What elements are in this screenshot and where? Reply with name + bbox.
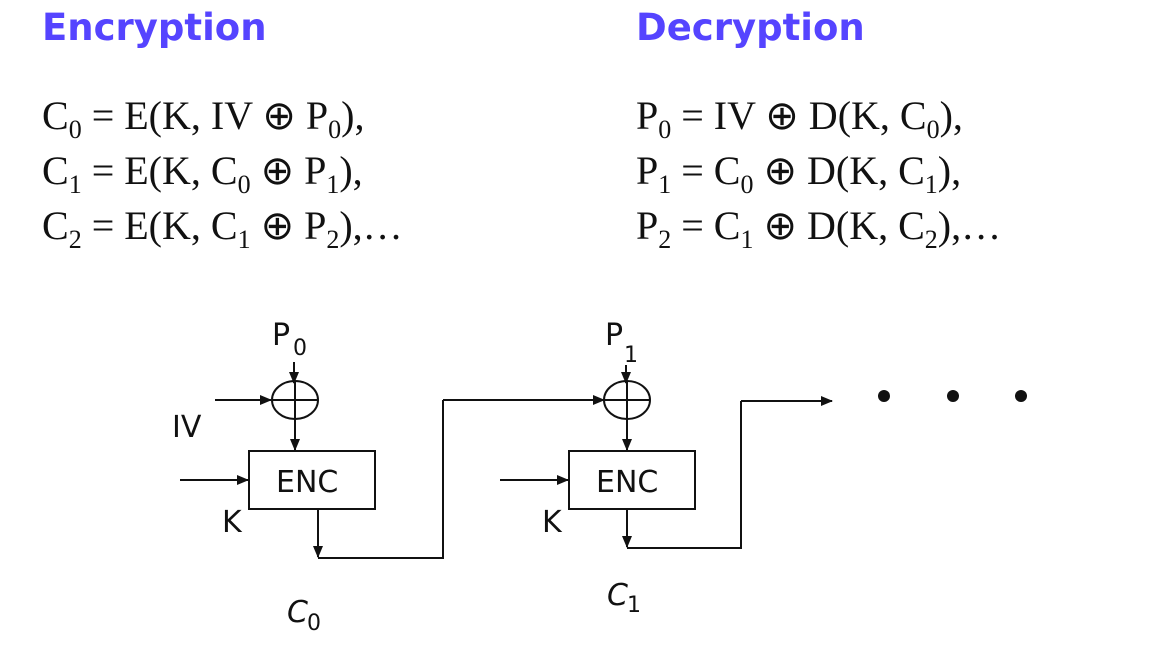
enc-box-0 bbox=[248, 450, 376, 510]
encryption-heading: Encryption bbox=[42, 6, 267, 49]
equation-subscript: 0 bbox=[328, 115, 342, 144]
cipher-0-sub: 0 bbox=[307, 611, 321, 636]
chain-line-0 bbox=[318, 400, 444, 559]
encryption-equation: C0 = E(K, IV ⊕ P0), bbox=[42, 88, 403, 143]
equation-subscript: 2 bbox=[326, 225, 340, 254]
equation-text: = E(K, IV ⊕ P bbox=[81, 93, 329, 138]
encryption-equations: C0 = E(K, IV ⊕ P0),C1 = E(K, C0 ⊕ P1),C2… bbox=[42, 88, 403, 253]
cipher-1-sub: 1 bbox=[627, 593, 641, 618]
cipher-0-label: C bbox=[287, 595, 308, 630]
decryption-equation: P0 = IV ⊕ D(K, C0), bbox=[636, 88, 1001, 143]
enc-box-1-label: ENC bbox=[596, 465, 658, 500]
equation-text: = E(K, C bbox=[81, 203, 238, 248]
block-0: P 0 IV ENC K C 0 bbox=[172, 318, 605, 636]
equation-text: ), bbox=[937, 148, 962, 193]
equation-text: = E(K, C bbox=[81, 148, 238, 193]
equation-lhs: P bbox=[636, 148, 659, 193]
equation-subscript: 0 bbox=[237, 170, 251, 199]
continuation-ellipsis bbox=[878, 390, 1027, 402]
equation-text: ⊕ D(K, C bbox=[753, 148, 925, 193]
equation-text: ), bbox=[339, 148, 363, 193]
cipher-1-label: C bbox=[607, 578, 628, 613]
encryption-equation: C1 = E(K, C0 ⊕ P1), bbox=[42, 143, 403, 198]
equation-subscript: 1 bbox=[924, 170, 938, 199]
decryption-equation: P2 = C1 ⊕ D(K, C2),… bbox=[636, 198, 1001, 253]
iv-label: IV bbox=[172, 410, 202, 445]
enc-box-1 bbox=[568, 450, 696, 510]
equation-text: ⊕ P bbox=[250, 203, 327, 248]
equation-subscript: 1 bbox=[326, 170, 340, 199]
equation-lhs: P bbox=[636, 93, 659, 138]
enc-box-0-label: ENC bbox=[276, 465, 338, 500]
equation-subscript: 0 bbox=[926, 115, 940, 144]
decryption-equation: P1 = C0 ⊕ D(K, C1), bbox=[636, 143, 1001, 198]
equation-text: = C bbox=[671, 203, 741, 248]
equation-text: = IV ⊕ D(K, C bbox=[671, 93, 927, 138]
key-0-label: K bbox=[222, 505, 243, 540]
equation-subscript: 1 bbox=[658, 170, 672, 199]
equation-subscript: 2 bbox=[924, 225, 938, 254]
equation-subscript: 1 bbox=[237, 225, 251, 254]
equation-text: ),… bbox=[937, 203, 1002, 248]
equation-text: ⊕ P bbox=[250, 148, 327, 193]
equation-lhs: C bbox=[42, 148, 69, 193]
equation-text: ),… bbox=[339, 203, 403, 248]
key-1-label: K bbox=[542, 505, 563, 540]
equation-subscript: 2 bbox=[68, 225, 82, 254]
decryption-heading: Decryption bbox=[636, 6, 865, 49]
encryption-equation: C2 = E(K, C1 ⊕ P2),… bbox=[42, 198, 403, 253]
equation-subscript: 0 bbox=[740, 170, 754, 199]
plaintext-0-label: P bbox=[272, 318, 290, 353]
equation-lhs: C bbox=[42, 203, 69, 248]
plaintext-1-sub: 1 bbox=[624, 343, 638, 368]
equation-subscript: 2 bbox=[658, 225, 672, 254]
equation-subscript: 1 bbox=[740, 225, 754, 254]
block-1: P 1 ENC K C 1 bbox=[500, 318, 833, 618]
plaintext-1-label: P bbox=[605, 318, 623, 353]
equation-lhs: P bbox=[636, 203, 659, 248]
equation-text: ⊕ D(K, C bbox=[753, 203, 925, 248]
equation-subscript: 0 bbox=[68, 115, 82, 144]
equation-lhs: C bbox=[42, 93, 69, 138]
equation-subscript: 1 bbox=[68, 170, 82, 199]
plaintext-0-sub: 0 bbox=[293, 336, 307, 361]
chain-line-1 bbox=[627, 401, 742, 549]
equation-subscript: 0 bbox=[658, 115, 672, 144]
decryption-equations: P0 = IV ⊕ D(K, C0),P1 = C0 ⊕ D(K, C1),P2… bbox=[636, 88, 1001, 253]
equation-text: ), bbox=[341, 93, 365, 138]
equation-text: = C bbox=[671, 148, 741, 193]
equation-text: ), bbox=[939, 93, 963, 138]
